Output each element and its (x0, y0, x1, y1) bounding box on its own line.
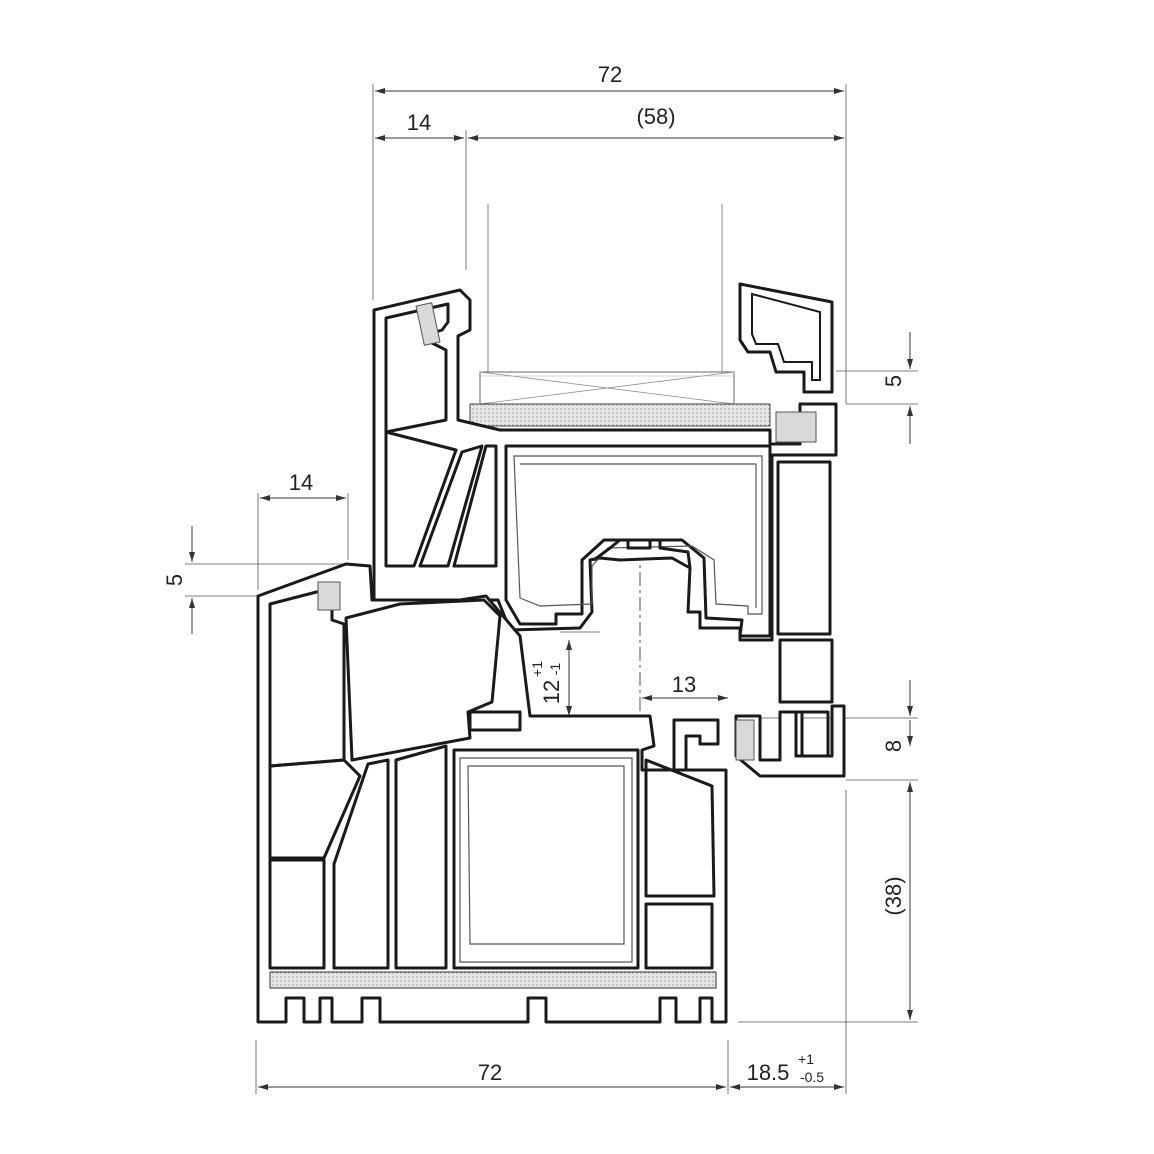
dim-bottom-total: 72 (478, 1060, 502, 1085)
right-dimensions: 5 8 (38) (738, 332, 918, 1023)
dim-left-overlap-height: 5 (162, 574, 187, 586)
dim-right-step: 8 (881, 740, 906, 752)
dim-rebate-tol-lower: -1 (547, 663, 563, 676)
top-dimensions: 72 14 (58) (372, 62, 847, 404)
dim-top-glass: (58) (636, 104, 675, 129)
glazing-unit (469, 204, 771, 427)
glazing-bead (738, 282, 834, 394)
dim-bottom-right-tol-upper: +1 (798, 1051, 814, 1067)
dim-left-overlap-width: 14 (289, 470, 313, 495)
dim-top-left: 14 (407, 110, 431, 135)
bottom-dimensions: 72 18.5 +1 -0.5 (255, 790, 847, 1094)
dim-top-total: 72 (598, 62, 622, 87)
dim-bottom-right-tol-lower: -0.5 (800, 1069, 824, 1085)
sash-profile (372, 282, 838, 704)
dim-hardware-groove: 13 (672, 672, 696, 697)
sash-chamber-right (776, 460, 832, 636)
dim-rebate-height: 12 (539, 680, 564, 704)
dim-bottom-right: 18.5 (747, 1060, 790, 1085)
frame-profile (256, 562, 846, 1024)
glass-setting-block (469, 403, 771, 427)
dim-rebate-tol-upper: +1 (529, 661, 545, 677)
dim-right-height: (38) (881, 876, 906, 915)
dim-right-gasket: 5 (881, 375, 906, 387)
